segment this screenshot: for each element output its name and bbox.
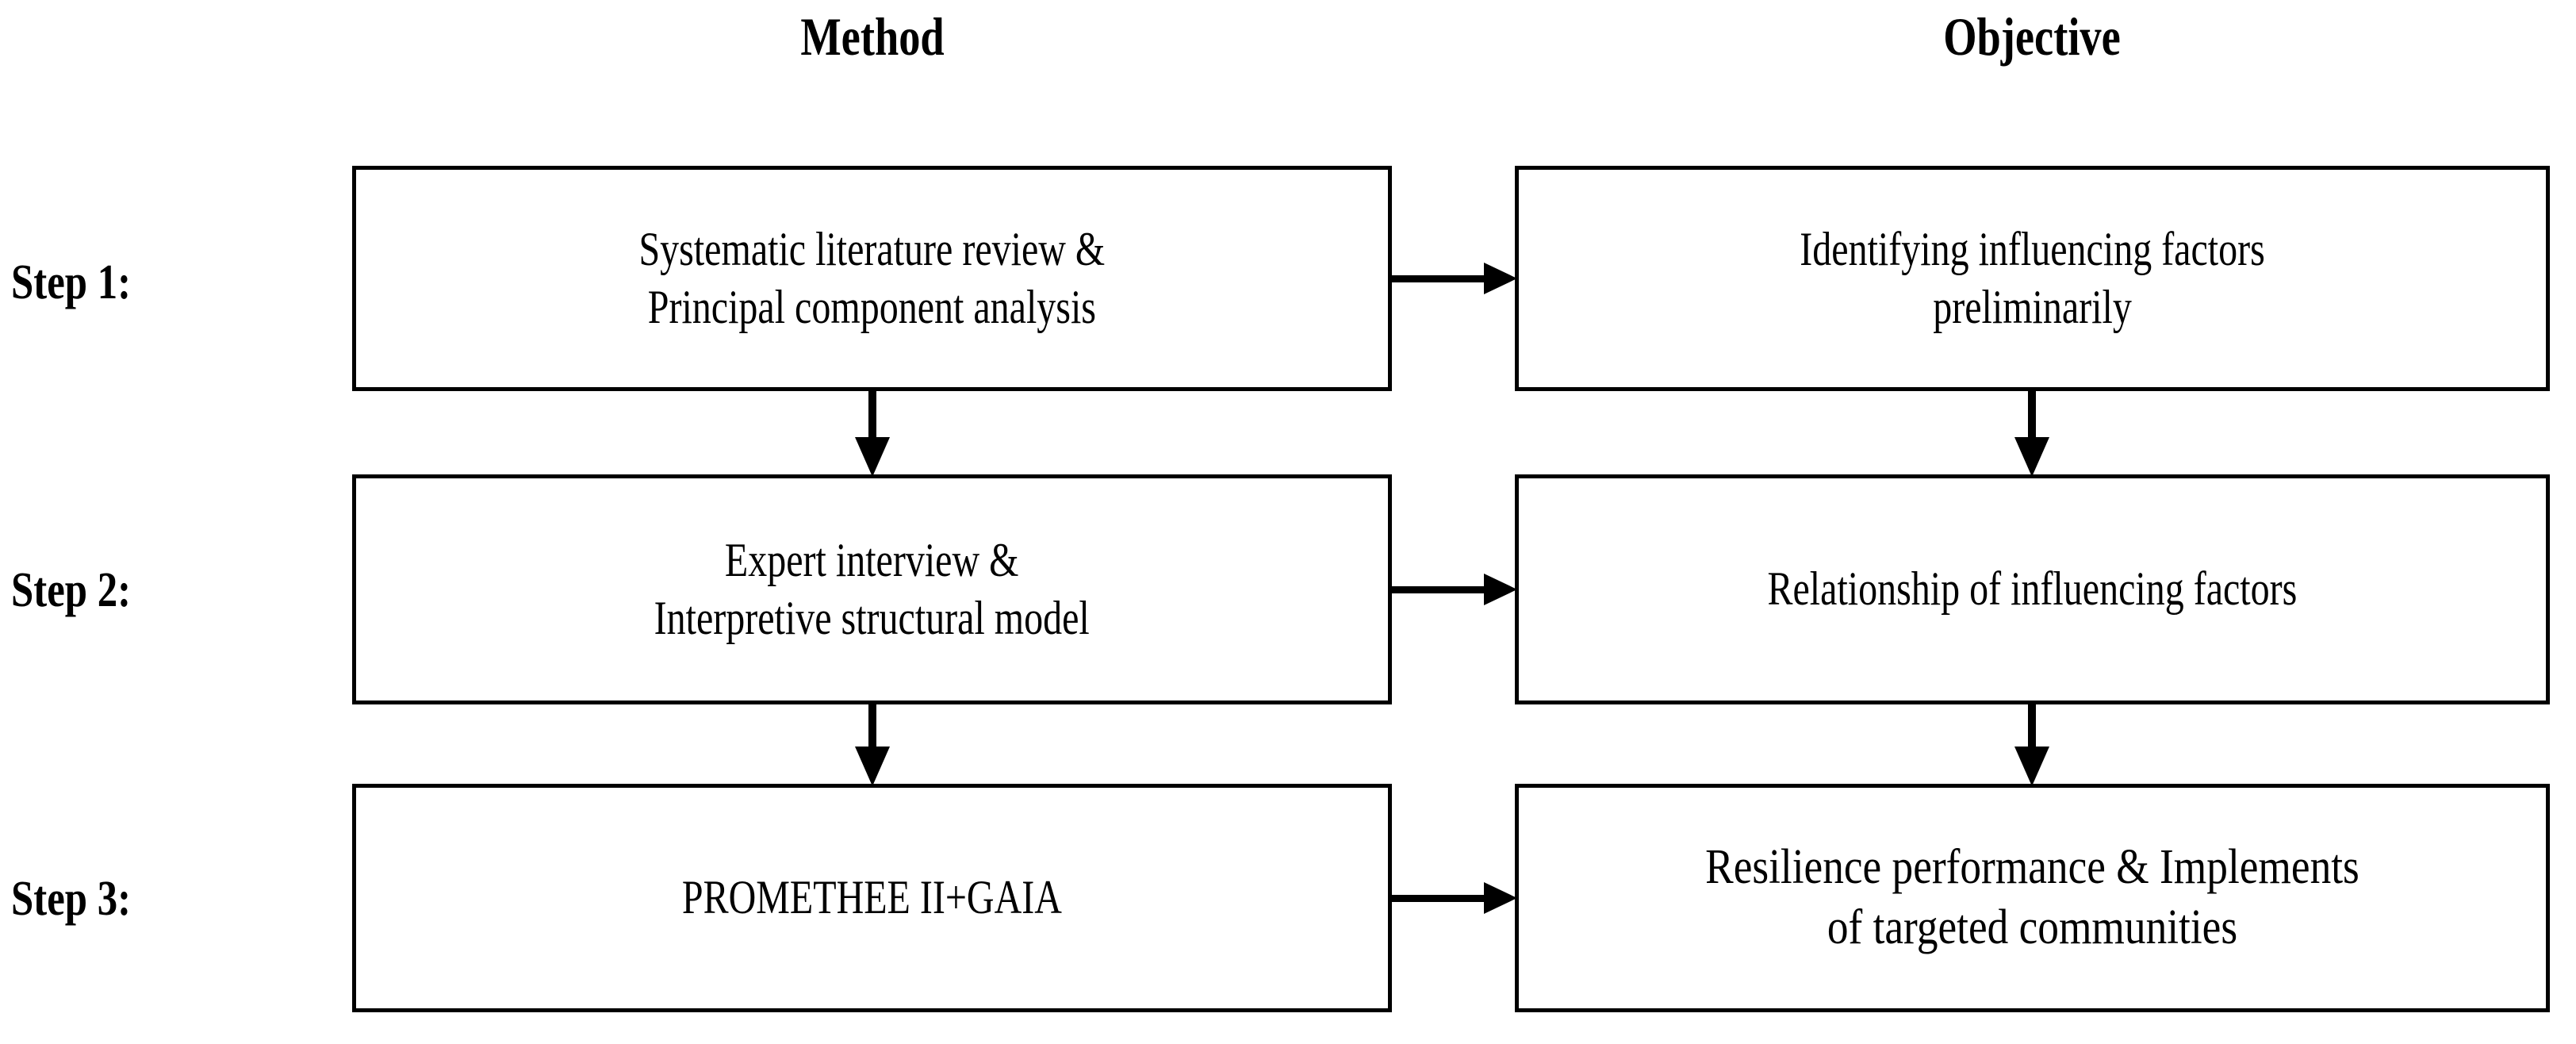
arrow-head: [855, 747, 890, 786]
method-box-step-2[interactable]: Expert interview & Interpretive structur…: [352, 474, 1392, 704]
method-box-step-3-text: PROMETHEE II+GAIA: [682, 869, 1062, 927]
arrow-right-step-3: [1390, 882, 1517, 914]
objective-box-step-2-line-1: Relationship of influencing factors: [1767, 562, 2298, 616]
method-box-step-3[interactable]: PROMETHEE II+GAIA: [352, 784, 1392, 1012]
objective-box-step-3-line-1: Resilience performance & Implements: [1705, 840, 2359, 895]
method-box-step-1-line-1: Systematic literature review &: [638, 222, 1106, 275]
step-label-2: Step 2:: [11, 563, 132, 617]
arrow-down-objective-step1-to-step2: [2014, 389, 2049, 477]
arrow-down-objective-step2-to-step3: [2014, 702, 2049, 786]
arrow-shaft: [868, 702, 876, 750]
objective-box-step-2[interactable]: Relationship of influencing factors: [1515, 474, 2550, 704]
arrow-head: [1484, 882, 1517, 914]
objective-box-step-3-line-2: of targeted communities: [1827, 900, 2238, 954]
objective-box-step-2-text: Relationship of influencing factors: [1768, 560, 2298, 618]
objective-box-step-1-line-2: preliminarily: [1933, 281, 2132, 333]
arrow-right-step-1: [1390, 263, 1517, 294]
arrow-head: [855, 437, 890, 477]
method-box-step-1-line-2: Principal component analysis: [647, 281, 1097, 333]
step-label-3: Step 3:: [11, 872, 132, 926]
objective-box-step-3[interactable]: Resilience performance & Implements of t…: [1515, 784, 2550, 1012]
arrow-shaft: [868, 389, 876, 441]
step-label-1: Step 1:: [11, 255, 132, 309]
arrow-shaft: [1390, 586, 1489, 593]
column-header-objective: Objective: [1943, 6, 2121, 67]
objective-box-step-1-text: Identifying influencing factors prelimin…: [1800, 221, 2264, 336]
arrow-right-step-2: [1390, 574, 1517, 605]
method-box-step-1[interactable]: Systematic literature review & Principal…: [352, 166, 1392, 391]
arrow-head: [2014, 437, 2049, 477]
method-box-step-2-line-2: Interpretive structural model: [654, 592, 1091, 644]
arrow-shaft: [1390, 275, 1489, 282]
arrow-head: [1484, 263, 1517, 294]
arrow-shaft: [1390, 895, 1489, 902]
arrow-down-method-step1-to-step2: [855, 389, 890, 477]
objective-box-step-1[interactable]: Identifying influencing factors prelimin…: [1515, 166, 2550, 391]
arrow-shaft: [2028, 389, 2036, 441]
method-box-step-2-line-1: Expert interview &: [725, 533, 1019, 586]
method-box-step-2-text: Expert interview & Interpretive structur…: [654, 532, 1090, 647]
arrow-head: [2014, 747, 2049, 786]
arrow-head: [1484, 574, 1517, 605]
objective-box-step-1-line-1: Identifying influencing factors: [1800, 222, 2265, 275]
objective-box-step-3-text: Resilience performance & Implements of t…: [1705, 838, 2359, 958]
arrow-down-method-step2-to-step3: [855, 702, 890, 786]
method-box-step-3-line-1: PROMETHEE II+GAIA: [681, 871, 1063, 924]
arrow-shaft: [2028, 702, 2036, 750]
column-header-method: Method: [800, 6, 945, 67]
method-box-step-1-text: Systematic literature review & Principal…: [639, 221, 1106, 336]
